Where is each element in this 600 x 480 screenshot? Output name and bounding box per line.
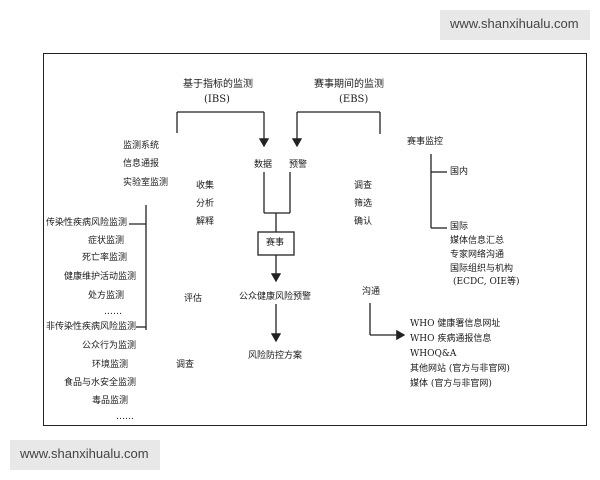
infectious-item: ……	[104, 307, 122, 317]
communication-label: 沟通	[362, 287, 381, 297]
who-item: WHO 健康署信息网址	[410, 319, 501, 329]
action-interpret: 解释	[196, 217, 215, 227]
noninfectious-heading: 非传染性疾病风险监测	[46, 322, 137, 332]
infectious-heading: 传染性疾病风险监测	[46, 218, 128, 228]
who-item: 媒体 (官方与非官网)	[410, 379, 492, 389]
who-item: WHO 疾病通报信息	[410, 334, 492, 344]
noninfectious-item: 环境监测	[92, 360, 129, 370]
who-item: WHOQ&A	[410, 349, 457, 359]
diagram-frame	[43, 53, 587, 426]
domestic-label: 国内	[450, 167, 469, 177]
ibs-title: 基于指标的监测	[183, 79, 253, 90]
action-screen: 筛选	[354, 199, 373, 209]
system-item: 信息通报	[123, 159, 160, 169]
system-item: 监测系统	[123, 141, 160, 151]
plan-label: 风险防控方案	[248, 351, 303, 361]
watermark-top: www.shanxihualu.com	[440, 10, 590, 40]
public-warning-label: 公众健康风险预警	[239, 292, 312, 302]
international-item: 国际组织与机构	[450, 264, 514, 274]
data-label: 数据	[254, 160, 273, 170]
noninfectious-item: 公众行为监测	[82, 341, 137, 351]
event-label: 赛事	[266, 238, 285, 248]
action-analyze: 分析	[196, 199, 215, 209]
international-item: 媒体信息汇总	[450, 236, 505, 246]
event-monitor-label: 赛事监控	[407, 137, 444, 147]
infectious-item: 死亡率监测	[82, 253, 128, 263]
warning-label: 预警	[289, 160, 308, 170]
international-item: (ECDC, OIE等)	[453, 277, 520, 287]
noninfectious-item: ……	[116, 412, 134, 422]
infectious-item: 健康维护活动监测	[64, 272, 137, 282]
ibs-abbr: (IBS)	[204, 94, 230, 105]
noninfectious-item: 毒品监测	[92, 396, 129, 406]
watermark-bottom: www.shanxihualu.com	[10, 440, 160, 470]
investigate-label: 调查	[176, 360, 195, 370]
action-confirm: 确认	[354, 217, 373, 227]
who-item: 其他网站 (官方与非官网)	[410, 364, 510, 374]
action-collect: 收集	[196, 181, 215, 191]
international-item: 国际	[450, 222, 469, 232]
action-investigate: 调查	[354, 181, 373, 191]
infectious-item: 症状监测	[88, 236, 125, 246]
ebs-title: 赛事期间的监测	[314, 79, 384, 90]
international-item: 专家网络沟通	[450, 250, 505, 260]
noninfectious-item: 食品与水安全监测	[64, 378, 137, 388]
ebs-abbr: (EBS)	[339, 94, 369, 105]
evaluate-label: 评估	[184, 294, 203, 304]
system-item: 实验室监测	[123, 178, 169, 188]
infectious-item: 处方监测	[88, 291, 125, 301]
